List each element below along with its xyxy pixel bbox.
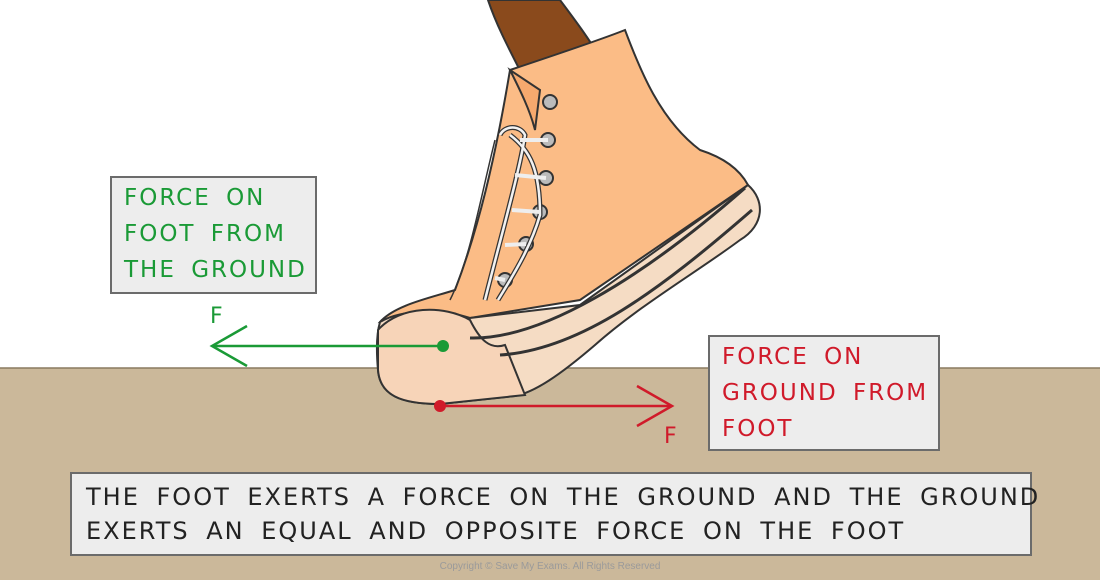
force-on-foot-arrowhead bbox=[209, 324, 248, 368]
force-on-foot-label: FORCE ON FOOT FROM THE GROUND bbox=[110, 176, 317, 294]
label-line: FOOT FROM bbox=[124, 221, 286, 247]
copyright-notice: Copyright © Save My Exams. All Rights Re… bbox=[439, 561, 661, 572]
eyelet bbox=[542, 94, 558, 110]
force-on-ground-label: FORCE ON GROUND FROM FOOT bbox=[708, 335, 940, 451]
caption-line: THE FOOT EXERTS A FORCE ON THE GROUND AN… bbox=[86, 483, 1041, 511]
force-on-ground-arrowhead bbox=[636, 384, 675, 428]
force-symbol-foot: F bbox=[210, 304, 223, 329]
sole-stripe-1 bbox=[469, 186, 746, 340]
caption-box: THE FOOT EXERTS A FORCE ON THE GROUND AN… bbox=[70, 472, 1041, 556]
foot-contact-point bbox=[437, 340, 449, 352]
sole-stripe-2 bbox=[499, 208, 753, 357]
ground-contact-point bbox=[434, 400, 446, 412]
label-line: THE GROUND bbox=[124, 257, 307, 283]
caption-line: EXERTS AN EQUAL AND OPPOSITE FORCE ON TH… bbox=[86, 517, 906, 545]
shoe-upper bbox=[377, 28, 750, 324]
label-line: FORCE ON bbox=[722, 344, 864, 370]
label-line: GROUND FROM bbox=[722, 380, 929, 406]
label-line: FOOT bbox=[722, 416, 794, 442]
shoe-toe-cap bbox=[377, 308, 527, 406]
force-symbol-ground: F bbox=[664, 424, 677, 449]
shoe-lace-fill bbox=[483, 126, 542, 301]
shoe-tongue bbox=[507, 67, 542, 131]
label-line: FORCE ON bbox=[124, 185, 266, 211]
sneaker-illustration bbox=[375, 28, 761, 406]
shoe-stitch bbox=[449, 139, 496, 301]
shoe-lace-cross bbox=[494, 138, 548, 282]
